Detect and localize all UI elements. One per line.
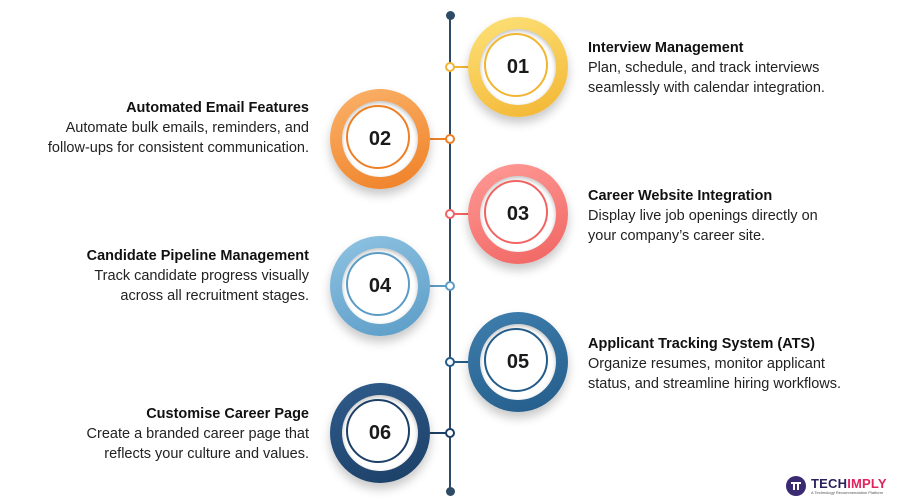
step-text: Applicant Tracking System (ATS) Organize … bbox=[588, 334, 888, 394]
step-description-line1: Display live job openings directly on bbox=[588, 208, 818, 224]
techimply-logo: TECHIMPLY A Technology Recommendation Pl… bbox=[786, 474, 887, 498]
step-connector bbox=[430, 432, 450, 434]
step-connector bbox=[430, 138, 450, 140]
step-circle: 03 bbox=[468, 164, 568, 264]
step-number: 04 bbox=[368, 275, 392, 297]
logo-name: TECHIMPLY bbox=[811, 477, 887, 490]
step-connector bbox=[450, 361, 468, 363]
step-description-line2: your company’s career site. bbox=[588, 228, 766, 244]
step-title: Customise Career Page bbox=[146, 406, 309, 422]
step-description-line2: follow-ups for consistent communication. bbox=[47, 140, 309, 156]
step-circle-ring: 02 bbox=[342, 101, 418, 177]
step-number: 01 bbox=[506, 56, 530, 78]
step-number: 05 bbox=[506, 351, 530, 373]
step-connector bbox=[430, 285, 450, 287]
timeline-node bbox=[445, 281, 455, 291]
step-title: Candidate Pipeline Management bbox=[86, 248, 309, 264]
step-circle: 02 bbox=[330, 89, 430, 189]
step-number: 02 bbox=[368, 128, 392, 150]
timeline-node bbox=[445, 62, 455, 72]
timeline-node bbox=[445, 134, 455, 144]
step-circle-ring: 05 bbox=[480, 324, 556, 400]
step-title: Interview Management bbox=[588, 40, 744, 56]
step-description-line1: Plan, schedule, and track interviews bbox=[588, 60, 820, 76]
step-circle-ring: 03 bbox=[480, 176, 556, 252]
techimply-logo-icon bbox=[786, 476, 806, 496]
timeline-line bbox=[449, 15, 451, 491]
step-circle: 06 bbox=[330, 383, 430, 483]
step-description-line1: Organize resumes, monitor applicant bbox=[588, 356, 825, 372]
step-title: Applicant Tracking System (ATS) bbox=[588, 336, 815, 352]
step-description-line2: status, and streamline hiring workflows. bbox=[588, 376, 842, 392]
step-circle: 04 bbox=[330, 236, 430, 336]
logo-tagline: A Technology Recommendation Platform bbox=[811, 490, 884, 495]
step-circle-ring: 01 bbox=[480, 29, 556, 105]
step-description-line2: reflects your culture and values. bbox=[104, 446, 309, 462]
step-number: 03 bbox=[506, 203, 530, 225]
step-title: Career Website Integration bbox=[588, 188, 773, 204]
step-circle: 05 bbox=[468, 312, 568, 412]
step-description-line1: Create a branded career page that bbox=[86, 426, 309, 442]
logo-name-part1: TECH bbox=[811, 476, 848, 491]
logo-name-part2: IMPLY bbox=[847, 476, 887, 491]
step-description-line2: seamlessly with calendar integration. bbox=[588, 80, 825, 96]
step-description-line1: Automate bulk emails, reminders, and bbox=[65, 120, 309, 136]
step-circle: 01 bbox=[468, 17, 568, 117]
timeline-node bbox=[445, 357, 455, 367]
timeline-bottom-cap bbox=[445, 487, 455, 496]
timeline-node bbox=[445, 209, 455, 219]
step-circle-ring: 04 bbox=[342, 248, 418, 324]
timeline-top-cap bbox=[445, 11, 455, 20]
timeline-node bbox=[445, 428, 455, 438]
step-number: 06 bbox=[368, 422, 392, 444]
step-title: Automated Email Features bbox=[126, 100, 309, 116]
step-connector bbox=[450, 213, 468, 215]
step-description-line2: across all recruitment stages. bbox=[120, 288, 309, 304]
step-circle-ring: 06 bbox=[342, 395, 418, 471]
step-connector bbox=[450, 66, 468, 68]
step-description-line1: Track candidate progress visually bbox=[94, 268, 309, 284]
